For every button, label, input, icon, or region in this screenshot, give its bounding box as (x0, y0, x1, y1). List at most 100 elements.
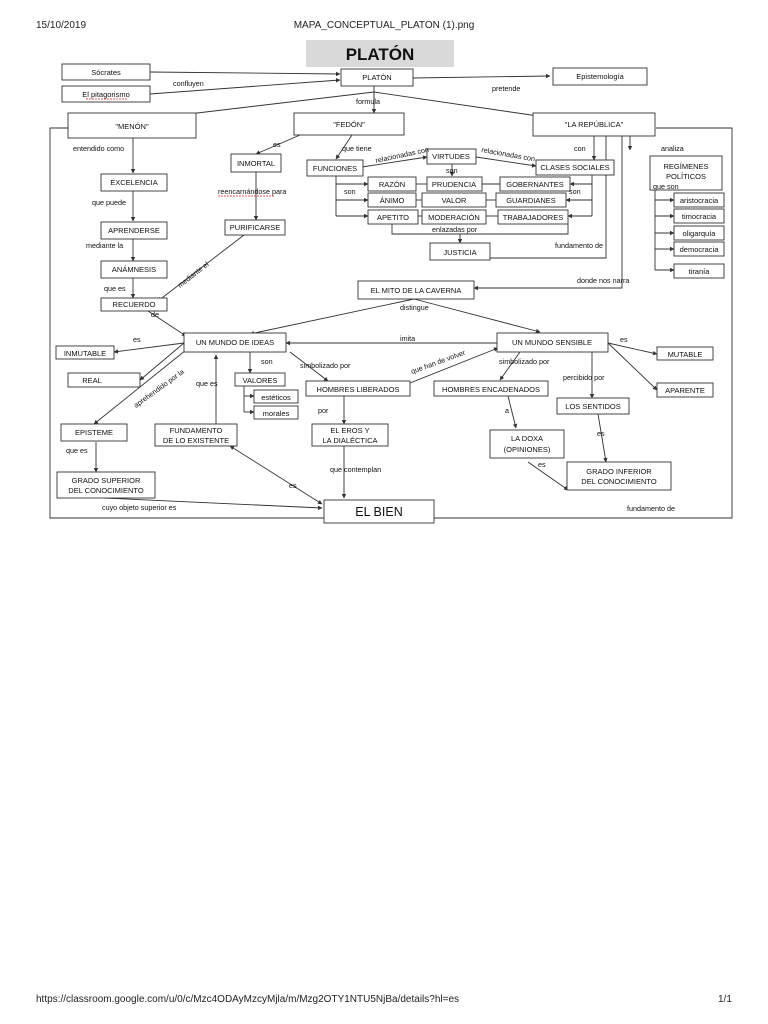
node-timocracia: timocracia (682, 212, 717, 221)
label-cuyo-objeto-superior: cuyo objeto superior es (102, 503, 177, 512)
node-tirania: tiranía (689, 267, 711, 276)
node-trabajadores: TRABAJADORES (503, 213, 563, 222)
label-reencarnandose: reencarnándose para (218, 187, 286, 196)
node-grado-inferior-line1: GRADO INFERIOR (586, 467, 652, 476)
label-confluyen: confluyen (173, 79, 204, 88)
node-guardianes: GUARDIANES (506, 196, 556, 205)
node-eros-line1: EL EROS Y (330, 426, 369, 435)
node-boxes (55, 63, 725, 524)
label-es-inmortal: es (273, 140, 281, 149)
node-socrates: Sócrates (91, 68, 121, 77)
label-es-el-bien: es (289, 481, 297, 490)
label-que-contemplan: que contemplan (330, 465, 381, 474)
label-son-virtudes: son (446, 166, 458, 175)
label-es-inmutable: es (133, 335, 141, 344)
node-fundamento-line1: FUNDAMENTO (170, 426, 223, 435)
node-aristocracia: aristocracia (680, 196, 719, 205)
label-simbolizado-por-ideas: simbolizado por (300, 361, 351, 370)
node-justicia: JUSTICIA (443, 248, 476, 257)
print-file-title: MAPA_CONCEPTUAL_PLATON (1).png (293, 20, 475, 31)
label-analiza: analiza (661, 144, 684, 153)
node-fundamento-line2: DE LO EXISTENTE (163, 436, 229, 445)
node-virtudes: VIRTUDES (432, 152, 470, 161)
node-texts: Sócrates El pitagorismo PLATÓN Epistemol… (64, 68, 719, 519)
node-inmutable: INMUTABLE (64, 349, 106, 358)
node-regimenes-line1: REGÍMENES (663, 162, 708, 171)
print-page-number: 1/1 (718, 994, 732, 1005)
node-anamnesis: ANÁMNESIS (112, 265, 156, 274)
label-son-funciones: son (344, 187, 356, 196)
node-esteticos: estéticos (261, 393, 291, 402)
label-son-clases: son (569, 187, 581, 196)
node-prudencia: PRUDENCIA (432, 180, 476, 189)
label-que-puede: que puede (92, 198, 126, 207)
node-razon: RAZÓN (379, 180, 405, 189)
node-recuerdo: RECUERDO (113, 300, 156, 309)
node-clases-sociales: CLASES SOCIALES (540, 163, 609, 172)
label-es-mutable: es (620, 335, 628, 344)
map-title: PLATÓN (346, 45, 415, 64)
node-real: REAL (82, 376, 102, 385)
node-aparente: APARENTE (665, 386, 705, 395)
label-entendido-como: entendido como (73, 144, 124, 153)
node-fedon: "FEDÓN" (333, 120, 365, 129)
label-imita: imita (400, 334, 415, 343)
label-que-es: que es (104, 284, 126, 293)
label-por: por (318, 406, 329, 415)
label-que-es-fundamento: que es (196, 379, 218, 388)
node-doxa-line2: (OPINIONES) (504, 445, 551, 454)
label-enlazadas-por: enlazadas por (432, 225, 478, 234)
label-formula: formula (356, 97, 380, 106)
label-con: con (574, 144, 586, 153)
node-doxa-line1: LA DOXA (511, 434, 543, 443)
print-date: 15/10/2019 (36, 20, 87, 31)
node-epistemologia: Epistemología (576, 72, 624, 81)
node-valor: VALOR (442, 196, 467, 205)
label-que-es-grado-superior: que es (66, 446, 88, 455)
label-pretende: pretende (492, 84, 520, 93)
node-pitagorismo: El pitagorismo (82, 90, 130, 99)
label-son-valores: son (261, 357, 273, 366)
node-mito-caverna: EL MITO DE LA CAVERNA (371, 286, 462, 295)
node-animo: ÁNIMO (380, 196, 405, 205)
node-grado-superior-line2: DEL CONOCIMIENTO (68, 486, 144, 495)
node-excelencia: EXCELENCIA (110, 178, 158, 187)
label-simbolizado-por-sensible: simbolizado por (499, 357, 550, 366)
label-que-son: que son (653, 182, 679, 191)
node-hombres-liberados: HOMBRES LIBERADOS (317, 385, 400, 394)
label-mediante-el: mediante el (176, 259, 211, 289)
node-grado-superior-line1: GRADO SUPERIOR (72, 476, 141, 485)
label-relacionadas-con-left: relacionadas con (375, 145, 430, 165)
node-los-sentidos: LOS SENTIDOS (565, 402, 620, 411)
label-a: a (505, 406, 509, 415)
node-republica: "LA REPÚBLICA" (565, 120, 624, 129)
label-fundamento-de-bien: fundamento de (627, 504, 675, 513)
node-moderacion: MODERACIÓN (428, 213, 480, 222)
node-gobernantes: GOBERNANTES (506, 180, 564, 189)
node-mundo-ideas: UN MUNDO DE IDEAS (196, 338, 274, 347)
node-el-bien: EL BIEN (355, 505, 402, 519)
title-band (306, 40, 454, 67)
node-menon: "MENÓN" (115, 122, 149, 131)
node-grado-inferior-line2: DEL CONOCIMIENTO (581, 477, 657, 486)
node-platon: PLATÓN (362, 73, 391, 82)
print-url: https://classroom.google.com/u/0/c/Mzc4O… (36, 994, 460, 1005)
node-oligarquia: oligarquía (683, 229, 717, 238)
node-morales: morales (263, 409, 290, 418)
label-fundamento-de-republica: fundamento de (555, 241, 603, 250)
label-distingue: distingue (400, 303, 429, 312)
node-episteme: EPISTEME (75, 428, 113, 437)
label-mediante-la: mediante la (86, 241, 123, 250)
label-relacionadas-con-right: relacionadas con (481, 145, 536, 163)
label-percibido-por: percibido por (563, 373, 605, 382)
node-aprenderse: APRENDERSE (108, 226, 160, 235)
node-purificarse: PURIFICARSE (230, 223, 280, 232)
label-es-doxa: es (538, 460, 546, 469)
node-eros-line2: LA DIALÉCTICA (322, 436, 377, 445)
node-mundo-sensible: UN MUNDO SENSIBLE (512, 338, 592, 347)
node-inmortal: INMORTAL (237, 159, 275, 168)
node-funciones: FUNCIONES (313, 164, 357, 173)
node-valores: VALORES (243, 376, 278, 385)
node-mutable: MUTABLE (668, 350, 703, 359)
